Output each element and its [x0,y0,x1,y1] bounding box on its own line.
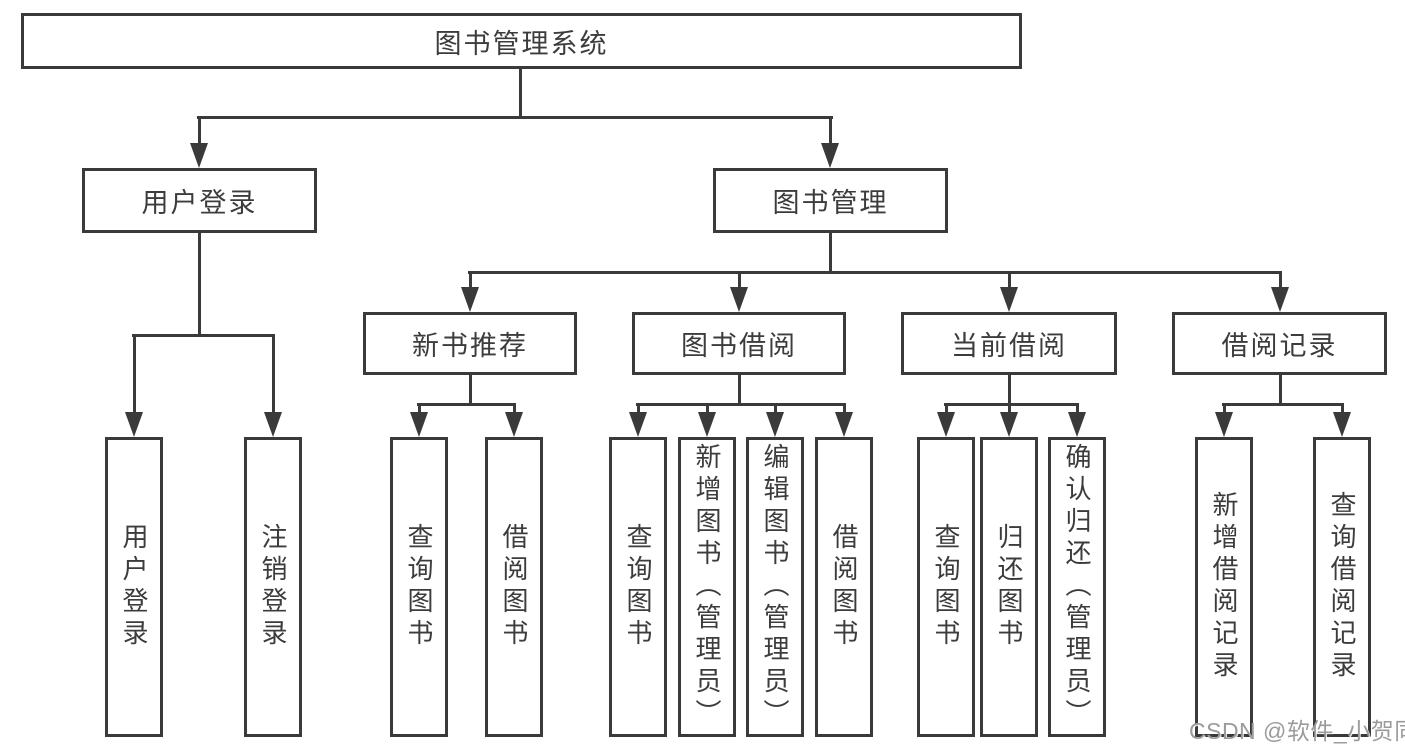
arrowhead-down-icon [835,412,853,437]
connector-line [198,116,201,146]
arrowhead-down-icon [1271,287,1289,312]
connector-line [469,271,472,290]
arrowhead-down-icon [766,412,784,437]
leaf-records-query-record: 查询借阅记录 [1313,437,1371,737]
leaf-borrow-add-books-admin: 新增图书（管理员） [678,437,736,737]
connector-line [738,271,741,290]
leaf-logout-label: 注销登录 [258,523,288,651]
arrowhead-down-icon [1000,287,1018,312]
connector-line [1341,403,1344,416]
node-user-login: 用户登录 [82,168,317,233]
arrowhead-down-icon [410,412,428,437]
arrowhead-down-icon [730,287,748,312]
connector-line [637,403,640,416]
leaf-current-query-books: 查询图书 [917,437,975,737]
leaf-records-query-record-label: 查询借阅记录 [1327,491,1357,683]
connector-line [133,334,136,414]
leaf-current-confirm-return-admin: 确认归还（管理员） [1048,437,1106,737]
node-book-management-label: 图书管理 [772,188,889,218]
connector-line [1222,403,1344,406]
arrowhead-down-icon [1333,412,1351,437]
node-new-book-recommend: 新书推荐 [363,312,577,375]
csdn-watermark: CSDN @软件_小贺同学 [1189,718,1405,744]
connector-line [418,403,421,416]
connector-line [198,231,201,337]
arrowhead-down-icon [125,412,143,437]
leaf-records-add-record: 新增借阅记录 [1195,437,1253,737]
connector-line [1008,373,1011,406]
leaf-newbooks-borrow-books: 借阅图书 [485,437,543,737]
node-current-borrow-label: 当前借阅 [951,331,1067,361]
connector-line [738,373,741,406]
arrowhead-down-icon [698,412,716,437]
arrowhead-down-icon [264,412,282,437]
leaf-newbooks-query-books-label: 查询图书 [404,523,434,651]
leaf-borrow-edit-books-admin: 编辑图书（管理员） [746,437,804,737]
node-root-label: 图书管理系统 [434,28,609,59]
leaf-borrow-borrow-books-label: 借阅图书 [829,523,859,651]
arrowhead-down-icon [821,143,839,168]
connector-line [1279,373,1282,406]
connector-line [468,271,1282,274]
leaf-newbooks-query-books: 查询图书 [390,437,448,737]
node-borrow-records: 借阅记录 [1172,312,1387,375]
connector-line [417,403,516,406]
arrowhead-down-icon [461,287,479,312]
arrowhead-down-icon [937,412,955,437]
connector-line [513,403,516,416]
node-current-borrow: 当前借阅 [901,312,1117,375]
leaf-borrow-query-books: 查询图书 [609,437,667,737]
node-root: 图书管理系统 [21,13,1022,69]
leaf-borrow-borrow-books: 借阅图书 [815,437,873,737]
node-borrow-records-label: 借阅记录 [1221,331,1338,361]
arrowhead-down-icon [1068,412,1086,437]
arrowhead-down-icon [190,143,208,168]
leaf-user-login-label: 用户登录 [119,523,149,651]
connector-line [636,403,846,406]
node-new-book-recommend-label: 新书推荐 [412,331,528,361]
leaf-borrow-query-books-label: 查询图书 [623,523,653,651]
leaf-current-return-books: 归还图书 [980,437,1038,737]
connector-line [1076,403,1079,416]
connector-line [197,116,833,119]
connector-line [132,334,275,337]
connector-line [1279,271,1282,290]
connector-line [1223,403,1226,416]
leaf-current-confirm-return-admin-label: 确认归还（管理员） [1062,443,1092,731]
arrowhead-down-icon [629,412,647,437]
connector-line [829,231,832,274]
connector-line [829,116,832,146]
connector-line [519,66,522,119]
leaf-logout: 注销登录 [244,437,302,737]
leaf-current-query-books-label: 查询图书 [931,523,961,651]
node-user-login-label: 用户登录 [141,188,258,218]
leaf-current-return-books-label: 归还图书 [994,523,1024,651]
connector-line [469,373,472,406]
arrowhead-down-icon [505,412,523,437]
connector-line [706,403,709,416]
connector-line [1008,271,1011,290]
connector-line [774,403,777,416]
connector-line [944,403,1079,406]
connector-line [945,403,948,416]
leaf-borrow-edit-books-admin-label: 编辑图书（管理员） [760,443,790,731]
leaf-records-add-record-label: 新增借阅记录 [1209,491,1239,683]
leaf-borrow-add-books-admin-label: 新增图书（管理员） [692,443,722,731]
connector-line [1008,403,1011,416]
leaf-newbooks-borrow-books-label: 借阅图书 [499,523,529,651]
leaf-user-login: 用户登录 [105,437,163,737]
arrowhead-down-icon [1215,412,1233,437]
node-book-management: 图书管理 [713,168,948,233]
connector-line [272,334,275,414]
arrowhead-down-icon [1000,412,1018,437]
node-book-borrow: 图书借阅 [632,312,846,375]
connector-line [843,403,846,416]
node-book-borrow-label: 图书借阅 [681,331,797,361]
